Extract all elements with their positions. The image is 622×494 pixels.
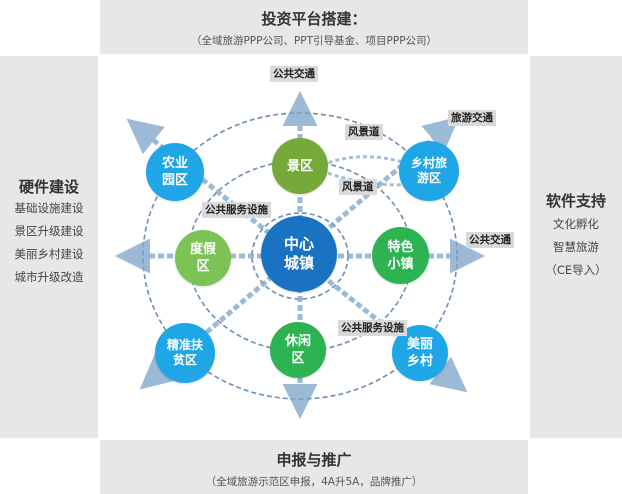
node-rural-tourism: 乡村旅游区 xyxy=(399,141,459,201)
left-title: 硬件建设 xyxy=(18,178,79,196)
bottom-title: 申报与推广 xyxy=(276,451,352,469)
node-agri-park: 农业园区 xyxy=(146,143,204,201)
tag-scenic-road: 风景道 xyxy=(339,179,377,195)
node-center-town: 中心城镇 xyxy=(261,216,337,292)
right-item: 文化孵化 xyxy=(553,217,599,231)
right-item: （CE导入） xyxy=(545,263,607,277)
tag-public-transport: 公共交通 xyxy=(466,232,514,248)
node-scenic-area: 景区 xyxy=(272,138,328,194)
top-subtitle: （全域旅游PPP公司、PPT引导基金、项目PPP公司） xyxy=(190,35,438,47)
node-resort-area: 度假区 xyxy=(175,230,231,286)
left-item: 城市升级改造 xyxy=(14,270,84,284)
right-item: 智慧旅游 xyxy=(553,240,599,254)
tag-public-transport: 公共交通 xyxy=(270,66,318,82)
left-item: 景区升级建设 xyxy=(14,224,84,238)
node-feature-town: 特色小镇 xyxy=(372,227,429,284)
tag-tourism-transport: 旅游交通 xyxy=(448,110,496,126)
left-item: 美丽乡村建设 xyxy=(14,247,84,261)
right-panel: 软件支持 文化孵化 智慧旅游 （CE导入） xyxy=(530,56,622,438)
top-title: 投资平台搭建： xyxy=(261,10,367,28)
right-title: 软件支持 xyxy=(545,192,606,210)
bottom-subtitle: （全域旅游示范区申报，4A升5A，品牌推广） xyxy=(205,476,423,488)
left-item: 基础设施建设 xyxy=(14,201,84,215)
node-leisure-area: 休闲区 xyxy=(270,322,326,378)
tag-scenic-road: 风景道 xyxy=(345,124,383,140)
tag-public-service: 公共服务设施 xyxy=(338,320,407,336)
bottom-panel: 申报与推广 （全域旅游示范区申报，4A升5A，品牌推广） xyxy=(100,440,528,494)
node-poverty-area: 精准扶贫区 xyxy=(155,323,215,383)
tag-public-service: 公共服务设施 xyxy=(202,202,271,218)
left-panel: 硬件建设 基础设施建设 景区升级建设 美丽乡村建设 城市升级改造 xyxy=(0,56,98,438)
top-panel: 投资平台搭建： （全域旅游PPP公司、PPT引导基金、项目PPP公司） xyxy=(100,0,528,54)
